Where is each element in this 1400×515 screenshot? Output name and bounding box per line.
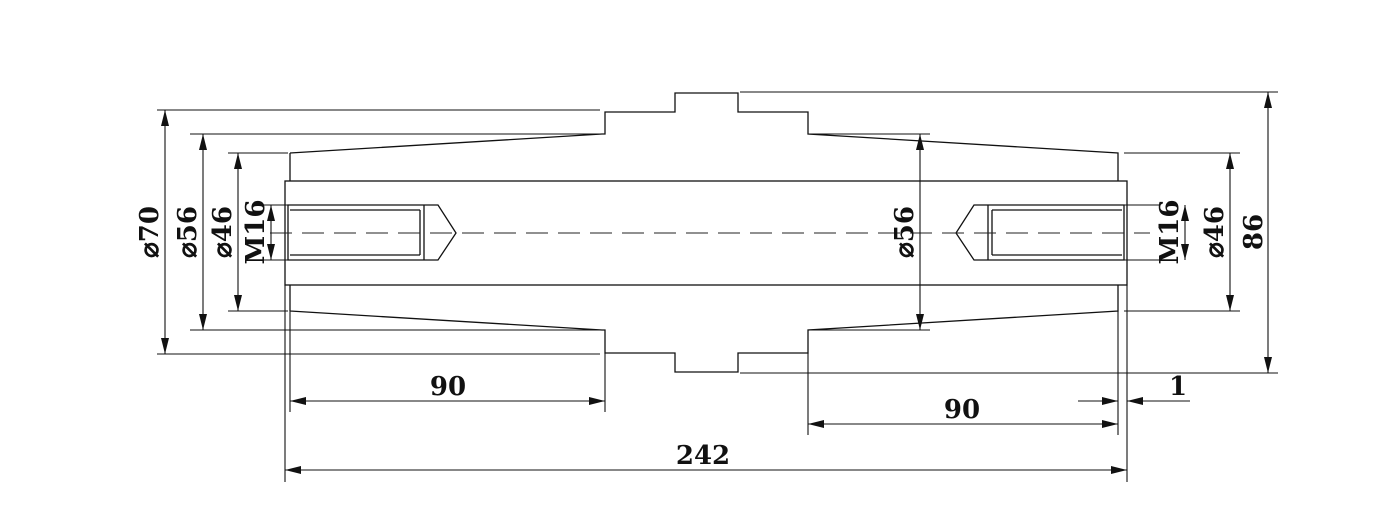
dim-h86: 86: [1239, 214, 1269, 250]
dimension-lines: [161, 92, 1272, 474]
dim-m16-right: M16: [1155, 200, 1185, 265]
part-outline: [270, 92, 1150, 373]
extension-lines: [157, 91, 1278, 482]
dim-90-right: 90: [944, 395, 980, 425]
dim-d70: ⌀70: [135, 206, 165, 258]
bottom-profile: [289, 285, 1119, 373]
top-profile: [289, 92, 1119, 181]
dim-d46-right: ⌀46: [1200, 206, 1230, 258]
dim-d46-left: ⌀46: [208, 206, 238, 258]
dim-d56-center: ⌀56: [890, 206, 920, 258]
dim-90-left: 90: [430, 372, 466, 402]
dim-242: 242: [676, 441, 730, 471]
dim-m16-left: M16: [241, 200, 271, 265]
dim-d56-left: ⌀56: [173, 206, 203, 258]
dimension-texts: ⌀70 ⌀56 ⌀46 M16 ⌀56 M16 ⌀46 86 90 90 1 2…: [135, 200, 1269, 471]
dim-gap1: 1: [1169, 372, 1187, 402]
